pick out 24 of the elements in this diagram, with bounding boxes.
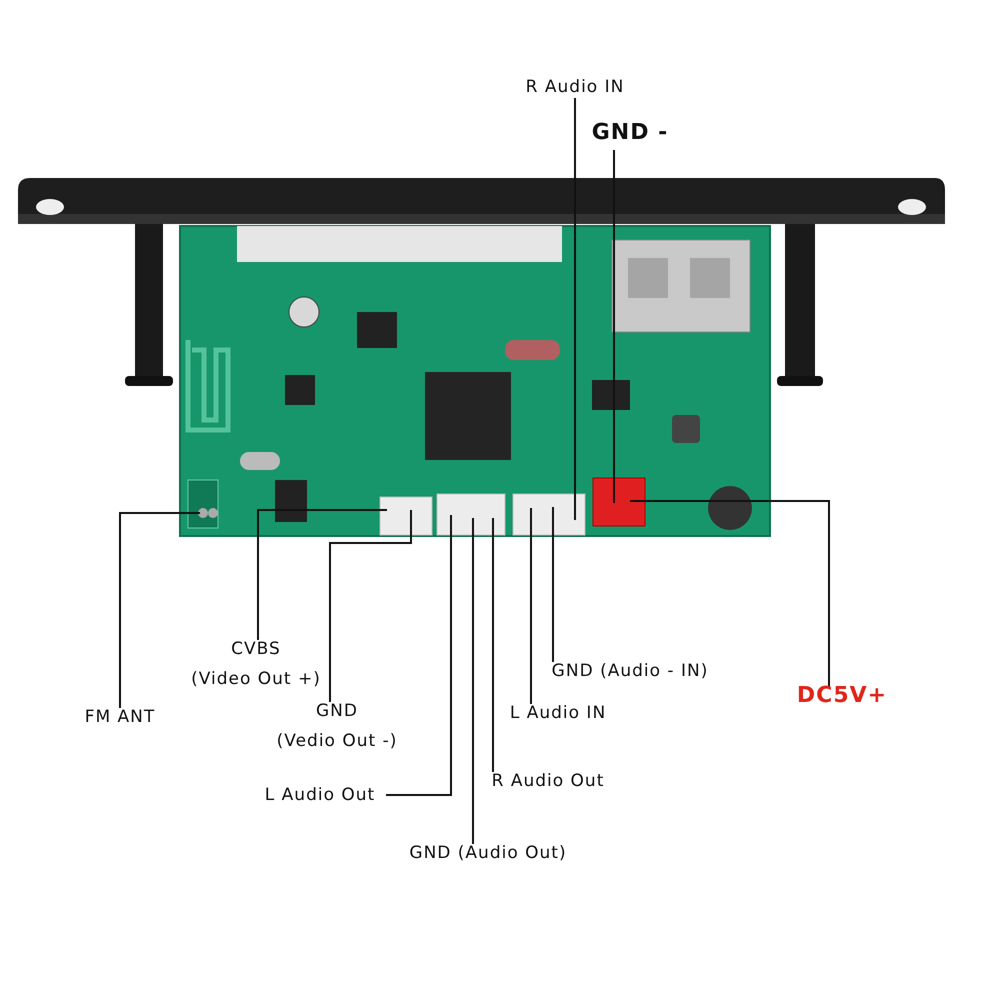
pin-label: (Vedio Out -) xyxy=(276,730,398,753)
leader-line xyxy=(119,512,200,708)
pin-label: (Video Out +) xyxy=(191,668,321,691)
pin-label: DC5V+ xyxy=(796,682,888,710)
pin-label: GND xyxy=(315,700,359,723)
leader-line xyxy=(530,508,532,704)
pin-label: R Audio IN xyxy=(526,76,624,99)
pin-label: CVBS xyxy=(230,638,282,661)
leader-line xyxy=(552,507,554,662)
pin-label: GND (Audio - IN) xyxy=(552,660,708,683)
leader-line xyxy=(574,98,576,520)
leader-line xyxy=(386,515,452,796)
pin-label: FM ANT xyxy=(84,706,156,729)
pin-label: L Audio IN xyxy=(510,702,606,725)
pin-label: GND (Audio Out) xyxy=(409,842,567,865)
leader-line xyxy=(613,150,615,503)
leader-line xyxy=(329,510,412,702)
leader-line xyxy=(472,518,474,844)
leader-line xyxy=(630,500,830,687)
leader-line xyxy=(257,509,387,640)
pin-label: R Audio Out xyxy=(492,770,604,793)
pin-label: L Audio Out xyxy=(264,784,376,807)
leader-line xyxy=(492,518,494,772)
pin-label: GND - xyxy=(592,119,668,147)
